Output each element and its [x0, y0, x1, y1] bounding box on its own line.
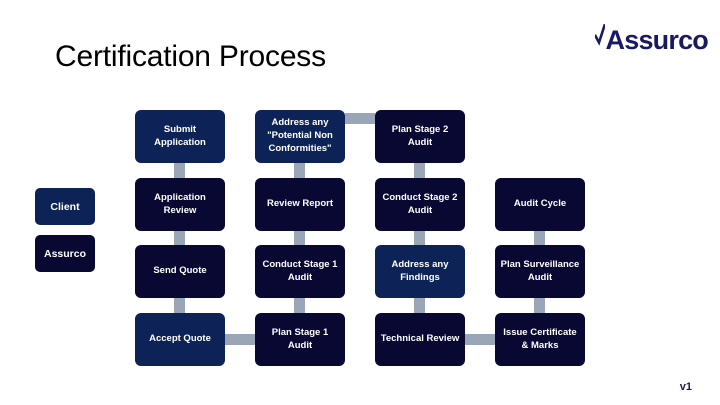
legend-item-client: Client [35, 188, 95, 225]
legend: Client Assurco [35, 188, 95, 282]
flow-node-issue-certificate-and-marks[interactable]: Issue Certificate & Marks [495, 313, 585, 366]
flow-node-address-potential-non-conformities[interactable]: Address any "Potential Non Conformities" [255, 110, 345, 163]
legend-item-assurco: Assurco [35, 235, 95, 272]
brand-logo: Assurco [593, 23, 709, 56]
flow-node-technical-review[interactable]: Technical Review [375, 313, 465, 366]
page-title: Certification Process [55, 40, 326, 73]
connector-vertical [174, 231, 185, 246]
checkmark-a-icon [593, 23, 606, 56]
flow-node-submit-application[interactable]: Submit Application [135, 110, 225, 163]
connector-vertical [414, 231, 425, 246]
connector-vertical [414, 298, 425, 313]
connector-vertical [534, 298, 545, 313]
flow-node-conduct-stage-1-audit[interactable]: Conduct Stage 1 Audit [255, 245, 345, 298]
connector-horizontal [225, 334, 255, 345]
legend-label-client: Client [50, 200, 80, 213]
connector-horizontal [345, 113, 375, 124]
connector-vertical [174, 163, 185, 178]
connector-horizontal [465, 334, 495, 345]
flow-node-application-review[interactable]: Application Review [135, 178, 225, 231]
connector-vertical [294, 231, 305, 246]
flow-node-audit-cycle[interactable]: Audit Cycle [495, 178, 585, 231]
connector-vertical [174, 298, 185, 313]
brand-name: Assurco [605, 24, 709, 55]
connector-vertical [534, 231, 545, 246]
flow-node-accept-quote[interactable]: Accept Quote [135, 313, 225, 366]
version-label: v1 [679, 381, 692, 393]
flow-node-plan-stage-1-audit[interactable]: Plan Stage 1 Audit [255, 313, 345, 366]
flow-node-send-quote[interactable]: Send Quote [135, 245, 225, 298]
flow-node-address-any-findings[interactable]: Address any Findings [375, 245, 465, 298]
flow-node-review-report[interactable]: Review Report [255, 178, 345, 231]
legend-label-assurco: Assurco [43, 247, 86, 260]
flow-node-plan-surveillance-audit[interactable]: Plan Surveillance Audit [495, 245, 585, 298]
flow-node-conduct-stage-2-audit[interactable]: Conduct Stage 2 Audit [375, 178, 465, 231]
connector-vertical [294, 163, 305, 178]
connector-vertical [414, 163, 425, 178]
flow-node-plan-stage-2-audit[interactable]: Plan Stage 2 Audit [375, 110, 465, 163]
connector-vertical [294, 298, 305, 313]
